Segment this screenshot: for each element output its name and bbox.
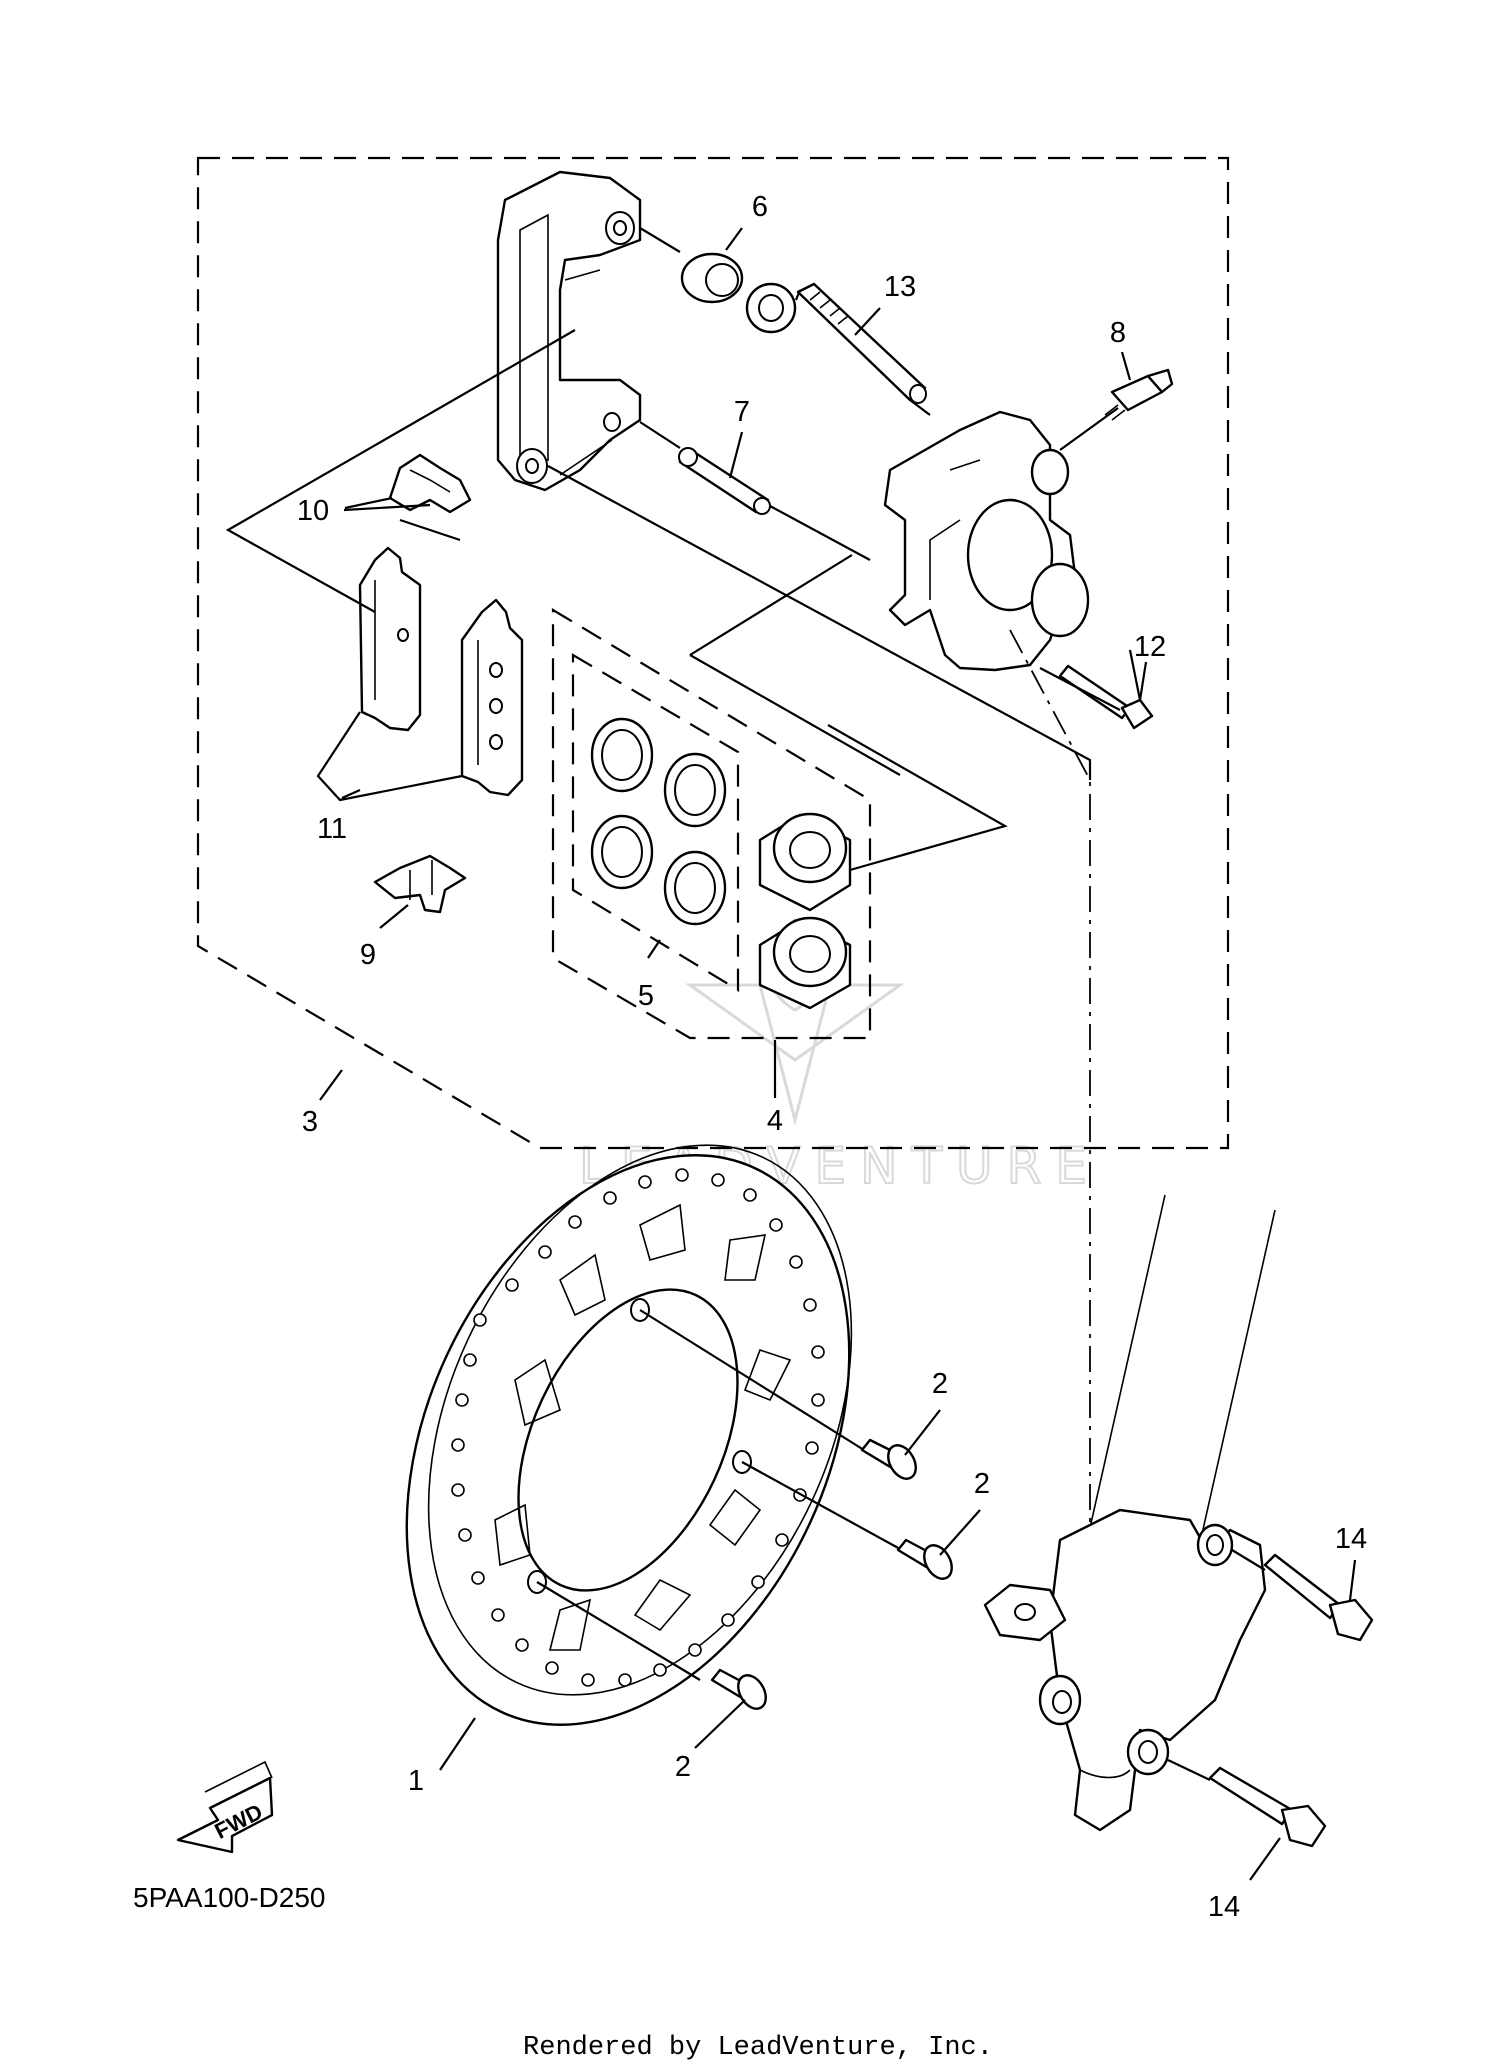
callout-8: 8 <box>1110 317 1126 349</box>
callout-2a: 2 <box>932 1368 948 1400</box>
diagram-code: 5PAA100-D250 <box>133 1882 326 1913</box>
callout-4: 4 <box>767 1105 783 1137</box>
footer-rendered-by: Rendered by LeadVenture, Inc. <box>523 2033 993 2063</box>
callout-14a: 14 <box>1335 1523 1367 1555</box>
brake-disc-1 <box>405 1144 853 1726</box>
callout-10: 10 <box>297 495 329 527</box>
pistons-4 <box>758 812 852 1010</box>
pin-7 <box>678 447 771 515</box>
callout-12: 12 <box>1134 631 1166 663</box>
callout-numbers: 1 2 2 2 3 4 5 6 7 8 9 10 11 12 13 14 14 <box>297 191 1367 1923</box>
piston-seal-box <box>571 653 740 992</box>
assembly-boxes <box>196 156 1230 1150</box>
callout-13: 13 <box>884 271 916 303</box>
callout-14b: 14 <box>1208 1891 1240 1923</box>
disc-drill-holes <box>451 1168 825 1687</box>
disc-vent-slots <box>494 1203 792 1651</box>
mounting-centerline <box>1009 629 1091 1600</box>
bleed-screw-8 <box>1104 368 1174 421</box>
callout-1: 1 <box>408 1765 424 1797</box>
callout-7: 7 <box>734 396 750 428</box>
callout-9: 9 <box>360 939 376 971</box>
callout-5: 5 <box>638 980 654 1012</box>
caliper-assembly-box <box>196 156 1230 1150</box>
forward-arrow-icon: FWD <box>176 1760 274 1854</box>
callout-6: 6 <box>752 191 768 223</box>
leader-lines <box>225 227 1142 872</box>
callout-2b: 2 <box>974 1468 990 1500</box>
callout-3: 3 <box>302 1106 318 1138</box>
callout-11: 11 <box>317 813 347 845</box>
boot-6 <box>680 252 797 334</box>
brake-pads-11 <box>358 546 524 797</box>
caliper-body <box>883 410 1090 672</box>
seal-kit-box <box>551 608 872 1040</box>
pin-13 <box>796 282 927 404</box>
piston-seals-5 <box>590 717 727 926</box>
callout-leaders <box>319 227 1357 1881</box>
callout-2c: 2 <box>675 1751 691 1783</box>
bolt-12 <box>1058 664 1154 730</box>
pad-clip-9 <box>373 854 467 914</box>
front-fork <box>983 1194 1276 1832</box>
caliper-bracket <box>496 170 642 492</box>
pad-spring-10 <box>388 453 472 514</box>
axle-bolts-14 <box>1167 1549 1374 1848</box>
